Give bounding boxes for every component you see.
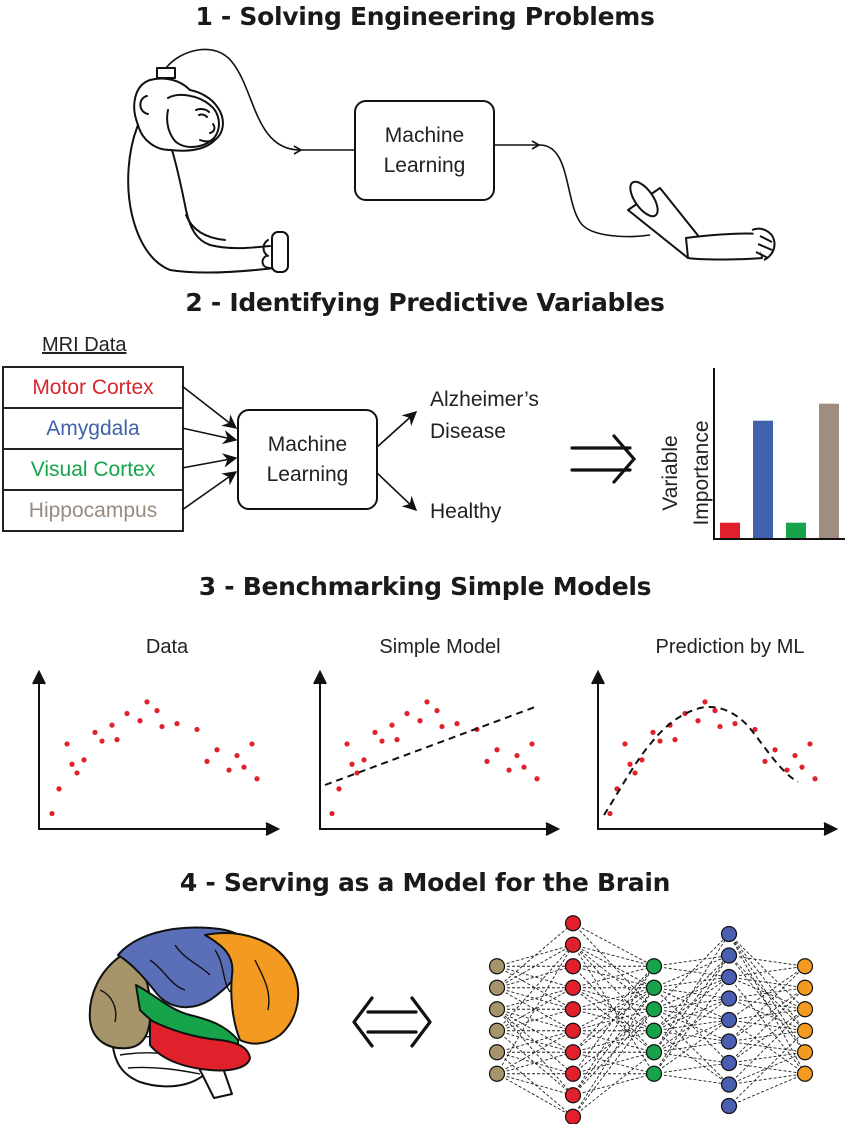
network-edge <box>729 1020 805 1074</box>
network-edge <box>573 923 654 966</box>
network-edge <box>729 1009 805 1063</box>
network-edge <box>497 1074 573 1117</box>
network-edge <box>729 966 805 1020</box>
network-node-layer-2 <box>566 1002 581 1017</box>
brain-icon <box>90 927 298 1098</box>
network-edge <box>573 966 654 1074</box>
network-edge <box>654 1063 729 1074</box>
network-edge <box>729 934 805 1031</box>
network-edge <box>497 1009 573 1074</box>
network-edge <box>729 1052 805 1063</box>
network-node-layer-4 <box>722 927 737 942</box>
network-edge <box>729 966 805 977</box>
network-node-layer-1 <box>490 1045 505 1060</box>
network-node-layer-2 <box>566 1066 581 1081</box>
network-node-layer-3 <box>647 1002 662 1017</box>
neural-network-edges <box>497 923 805 1117</box>
network-edge <box>654 934 729 1052</box>
network-edge <box>497 1052 573 1117</box>
network-node-layer-2 <box>566 937 581 952</box>
network-edge <box>729 934 805 1009</box>
network-node-layer-4 <box>722 991 737 1006</box>
network-node-layer-4 <box>722 1099 737 1114</box>
network-edge <box>654 1020 729 1074</box>
network-node-layer-5 <box>798 1023 813 1038</box>
network-edge <box>729 956 805 967</box>
network-node-layer-2 <box>566 916 581 931</box>
network-node-layer-3 <box>647 1045 662 1060</box>
network-edge <box>729 1074 805 1085</box>
network-edge <box>497 1074 573 1096</box>
network-node-layer-2 <box>566 959 581 974</box>
network-node-layer-4 <box>722 1077 737 1092</box>
network-node-layer-4 <box>722 1034 737 1049</box>
network-node-layer-2 <box>566 1109 581 1124</box>
network-node-layer-4 <box>722 948 737 963</box>
network-edge <box>497 1031 573 1096</box>
network-edge <box>729 1074 805 1106</box>
network-edge <box>654 956 729 1053</box>
network-node-layer-1 <box>490 980 505 995</box>
network-edge <box>573 945 654 967</box>
network-edge <box>573 1009 654 1117</box>
network-edge <box>654 977 729 1074</box>
network-node-layer-4 <box>722 1056 737 1071</box>
network-node-layer-3 <box>647 980 662 995</box>
network-node-layer-2 <box>566 1045 581 1060</box>
network-node-layer-5 <box>798 959 813 974</box>
network-node-layer-1 <box>490 1066 505 1081</box>
network-node-layer-4 <box>722 970 737 985</box>
network-node-layer-3 <box>647 959 662 974</box>
network-edge <box>654 977 729 988</box>
network-node-layer-3 <box>647 1023 662 1038</box>
network-node-layer-5 <box>798 1066 813 1081</box>
network-node-layer-5 <box>798 980 813 995</box>
network-edge <box>497 923 573 988</box>
network-node-layer-2 <box>566 1088 581 1103</box>
network-node-layer-4 <box>722 1013 737 1028</box>
network-edge <box>497 945 573 967</box>
network-node-layer-1 <box>490 1002 505 1017</box>
network-edge <box>573 1052 654 1117</box>
network-edge <box>729 1052 805 1084</box>
network-node-layer-5 <box>798 1045 813 1060</box>
neural-network-nodes <box>490 916 813 1124</box>
network-node-layer-1 <box>490 959 505 974</box>
network-node-layer-2 <box>566 1023 581 1038</box>
network-node-layer-5 <box>798 1002 813 1017</box>
network-edge <box>654 1052 729 1063</box>
network-edge <box>573 988 654 1096</box>
network-node-layer-1 <box>490 1023 505 1038</box>
network-edge <box>654 1074 729 1085</box>
network-edge <box>654 956 729 967</box>
network-node-layer-3 <box>647 1066 662 1081</box>
network-edge <box>654 956 729 1074</box>
network-node-layer-2 <box>566 980 581 995</box>
network-edge <box>729 988 805 1042</box>
network-edge <box>654 956 729 988</box>
network-edge <box>729 977 805 1074</box>
equivalence-arrow-icon <box>354 998 430 1046</box>
network-edge <box>729 956 805 1053</box>
